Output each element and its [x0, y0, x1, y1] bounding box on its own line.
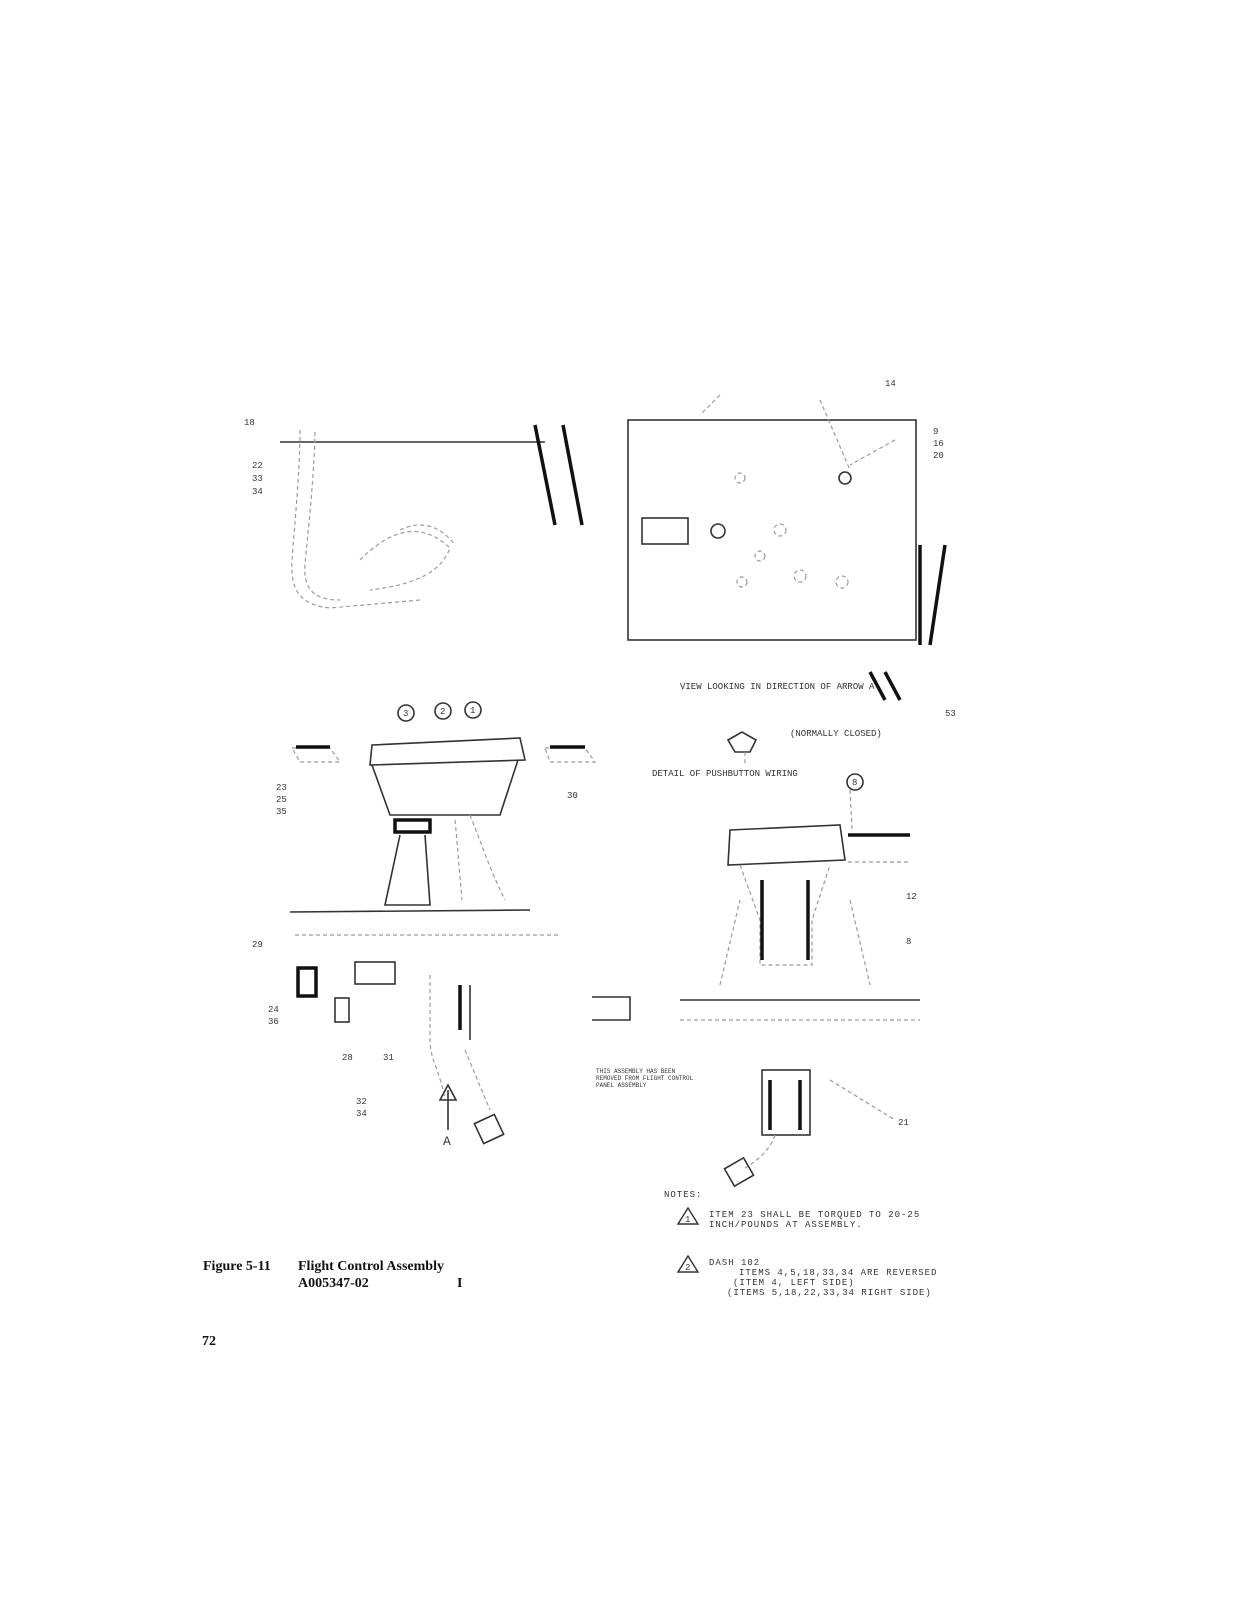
note-1-triangle-icon: 1 — [676, 1206, 700, 1226]
pushbutton-detail: (NORMALLY CLOSED) DETAIL OF PUSHBUTTON W… — [652, 729, 882, 779]
callout-21: 21 — [898, 1118, 909, 1128]
circled-item-3: 3 — [403, 709, 408, 719]
circled-item-2: 2 — [440, 707, 445, 717]
callout-28: 28 — [342, 1053, 353, 1063]
note-2: DASH 102 ITEMS 4,5,18,33,34 ARE REVERSED… — [709, 1258, 937, 1298]
notes-heading: NOTES: — [664, 1190, 703, 1200]
side-view-assembly-right: 8 12 8 21 THIS ASSEMBLY HAS BEEN REMOVED… — [592, 773, 920, 1188]
figure-title: Flight Control Assembly — [298, 1259, 444, 1274]
detail-caption: DETAIL OF PUSHBUTTON WIRING — [652, 769, 798, 779]
note-2-line-2: ITEMS 4,5,18,33,34 ARE REVERSED — [739, 1268, 938, 1278]
assembly-removed-note: THIS ASSEMBLY HAS BEEN REMOVED FROM FLIG… — [596, 1068, 694, 1089]
callout-16: 16 — [933, 439, 944, 449]
note-2-triangle-icon: 2 — [676, 1254, 700, 1274]
callout-33: 33 — [252, 474, 263, 484]
callout-22: 22 — [252, 461, 263, 471]
figure-number: Figure 5-11 — [203, 1259, 271, 1274]
note-1: ITEM 23 SHALL BE TORQUED TO 20-25 INCH/P… — [709, 1210, 920, 1230]
plan-view-top-right: 14 9 16 20 VIEW LOOKING IN DIRECTION OF … — [627, 379, 947, 701]
callout-20: 20 — [933, 451, 944, 461]
callout-25: 25 — [276, 795, 287, 805]
callout-34b: 34 — [356, 1109, 367, 1119]
circled-item-1: 1 — [470, 706, 475, 716]
svg-text:2: 2 — [685, 1263, 691, 1273]
note-1-line-2: INCH/POUNDS AT ASSEMBLY. — [709, 1220, 863, 1230]
callout-31: 31 — [383, 1053, 394, 1063]
callout-23: 23 — [276, 783, 287, 793]
circled-detail-8: 8 — [852, 778, 857, 788]
figure-caption: Figure 5-11 Flight Control Assembly A0053… — [203, 1258, 462, 1292]
callout-53: 53 — [945, 709, 956, 719]
callout-29: 29 — [252, 940, 263, 950]
normally-closed-label: (NORMALLY CLOSED) — [790, 729, 882, 739]
note-2-line-1: DASH 102 — [709, 1258, 761, 1268]
callout-14: 14 — [885, 379, 896, 389]
arrow-letter-a: A — [443, 1134, 451, 1149]
callout-18: 18 — [244, 418, 255, 428]
svg-text:1: 1 — [685, 1215, 691, 1225]
callout-12: 12 — [906, 892, 917, 902]
note-1-line-1: ITEM 23 SHALL BE TORQUED TO 20-25 — [709, 1210, 921, 1220]
view-caption: VIEW LOOKING IN DIRECTION OF ARROW A — [680, 682, 875, 692]
callout-36: 36 — [268, 1017, 279, 1027]
note-2-line-4: (ITEMS 5,18,22,33,34 RIGHT SIDE) — [727, 1288, 932, 1298]
figure-code: A005347-02 — [298, 1276, 369, 1291]
callout-24: 24 — [268, 1005, 279, 1015]
callout-34: 34 — [252, 487, 263, 497]
revision-mark: I — [457, 1276, 463, 1291]
page-number: 72 — [202, 1334, 216, 1349]
callout-9: 9 — [933, 427, 938, 437]
front-view-assembly: 3 2 1 A 23 25 35 30 29 24 36 28 32 34 — [252, 701, 956, 1149]
callout-8: 8 — [906, 937, 911, 947]
side-view-top-left: 18 22 33 34 — [244, 418, 584, 609]
callout-35: 35 — [276, 807, 287, 817]
note-2-line-3: (ITEM 4, LEFT SIDE) — [733, 1278, 855, 1288]
callout-32: 32 — [356, 1097, 367, 1107]
callout-30: 30 — [567, 791, 578, 801]
